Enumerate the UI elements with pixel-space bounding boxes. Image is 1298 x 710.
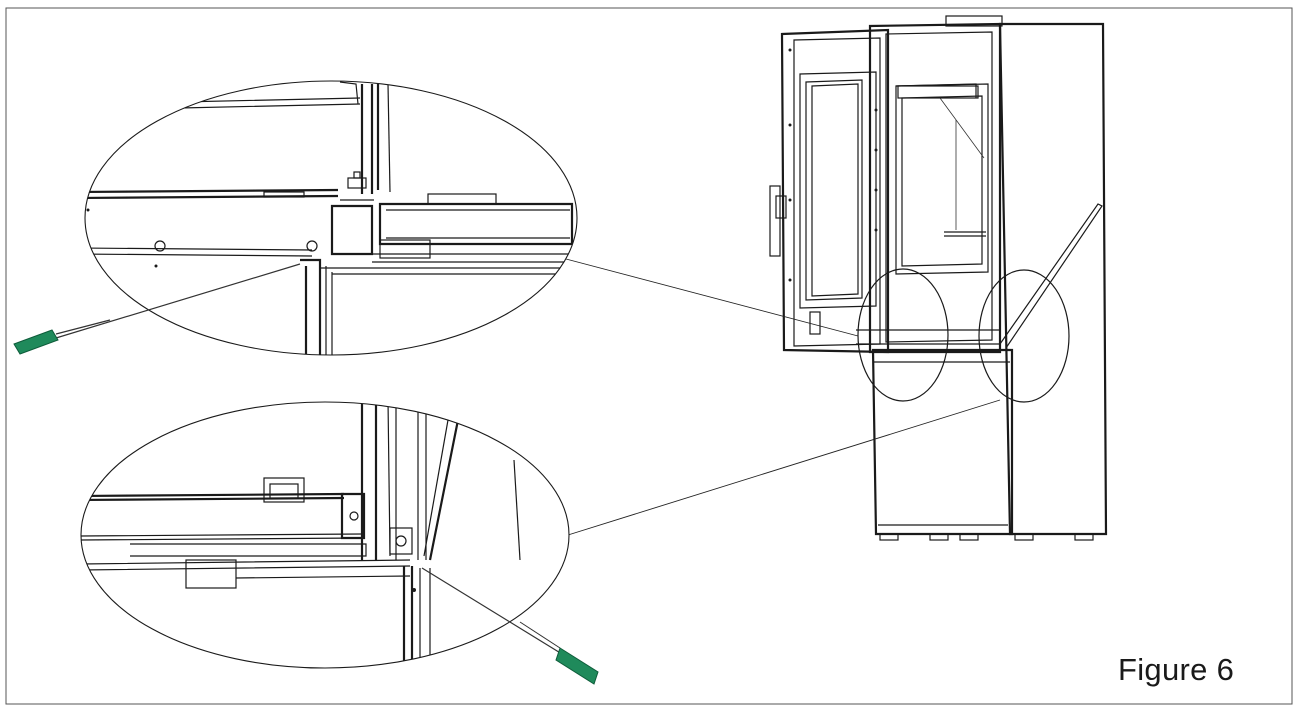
detail-circle-right xyxy=(978,269,1070,403)
figure-caption: Figure 6 xyxy=(1118,652,1235,687)
leader-line-bottom xyxy=(567,399,1001,536)
leader-line-top xyxy=(565,258,859,337)
detail-view-top xyxy=(84,80,578,356)
border-frame xyxy=(5,7,1293,705)
stove-assembly xyxy=(769,15,1108,541)
detail-circle-left xyxy=(857,268,949,402)
detail-view-bottom xyxy=(80,401,570,669)
screwdriver-icon xyxy=(13,263,301,355)
screwdriver-icon-2 xyxy=(421,567,599,685)
